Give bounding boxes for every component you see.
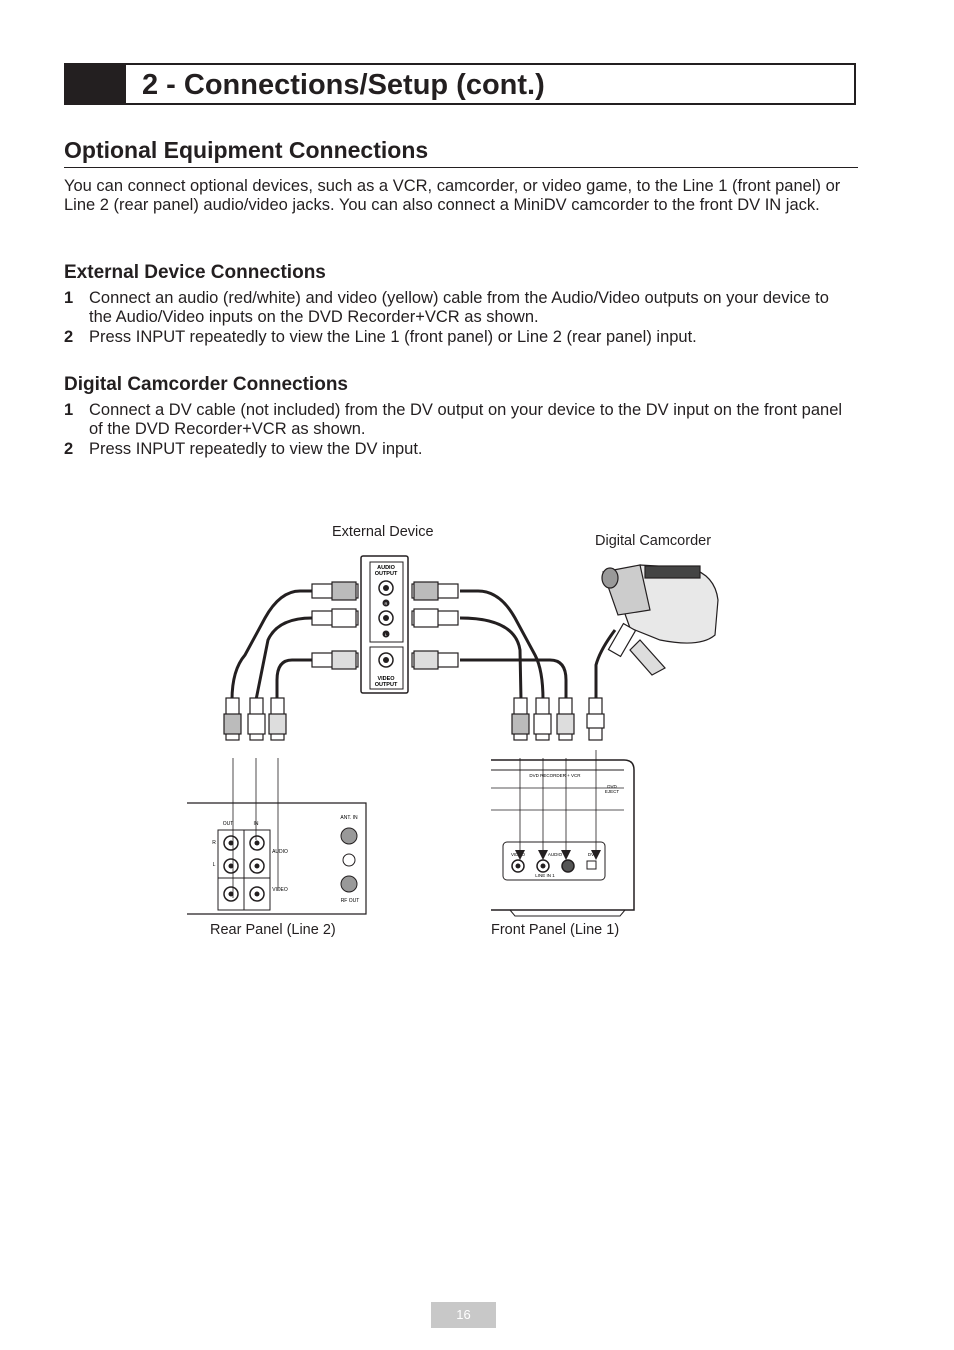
line-in-label: LINE IN 1 <box>535 873 555 878</box>
external-device-plugs <box>311 581 459 670</box>
rf-out-label: RF OUT <box>341 898 360 904</box>
external-device-label: External Device <box>332 524 434 540</box>
rear-video-label: VIDEO <box>272 887 288 893</box>
connection-arrows <box>232 750 597 898</box>
page-title: 2 - Connections/Setup (cont.) <box>142 69 545 101</box>
dvd-eject-label-2: EJECT <box>605 789 620 794</box>
section-banner: 2 - Connections/Setup (cont.) <box>64 63 856 105</box>
camcorder-heading: Digital Camcorder Connections <box>64 374 348 395</box>
ant-in-label: ANT. IN <box>340 815 358 821</box>
banner-block <box>66 65 126 103</box>
av-cables <box>230 589 617 701</box>
jack-l-label: L <box>385 632 388 637</box>
external-device-panel: AUDIO OUTPUT R L VIDEO OUTPUT <box>360 555 409 694</box>
front-panel: DVD RECORDER + VCR DVD EJECT VIDEO AUDIO… <box>491 759 635 917</box>
video-output-label-2: OUTPUT <box>375 682 398 688</box>
connection-diagram: AUDIO OUTPUT R L VIDEO OUTPUT <box>187 555 719 917</box>
page-number: 16 <box>431 1302 496 1328</box>
audio-output-label-2: OUTPUT <box>375 571 398 577</box>
vertical-plugs <box>223 697 605 741</box>
rear-panel-label: Rear Panel (Line 2) <box>210 922 336 938</box>
intro-paragraph: You can connect optional devices, such a… <box>64 177 841 215</box>
video-output-label-1: VIDEO <box>377 676 395 682</box>
rear-panel: OUT IN R L AUDIO VIDEO ANT. IN RF OUT <box>187 802 367 915</box>
front-model-label: DVD RECORDER + VCR <box>529 773 581 778</box>
rear-l-label: L <box>213 862 216 868</box>
arrow-heads <box>515 850 601 860</box>
rear-audio-label: AUDIO <box>272 849 288 855</box>
front-dv-label: DV <box>588 852 594 857</box>
dvd-eject-label-1: DVD <box>607 784 617 789</box>
section-title: Optional Equipment Connections <box>64 137 429 163</box>
rear-out-label: OUT <box>223 821 234 827</box>
jack-r-label: R <box>385 601 388 606</box>
camcorder-illustration <box>601 564 719 676</box>
front-audio-label: AUDIO <box>548 852 563 857</box>
external-heading: External Device Connections <box>64 262 326 283</box>
front-panel-label: Front Panel (Line 1) <box>491 922 620 938</box>
rear-r-label: R <box>212 840 216 846</box>
section-divider <box>64 167 858 168</box>
audio-output-label-1: AUDIO <box>377 565 395 571</box>
digital-camcorder-label: Digital Camcorder <box>595 533 712 549</box>
